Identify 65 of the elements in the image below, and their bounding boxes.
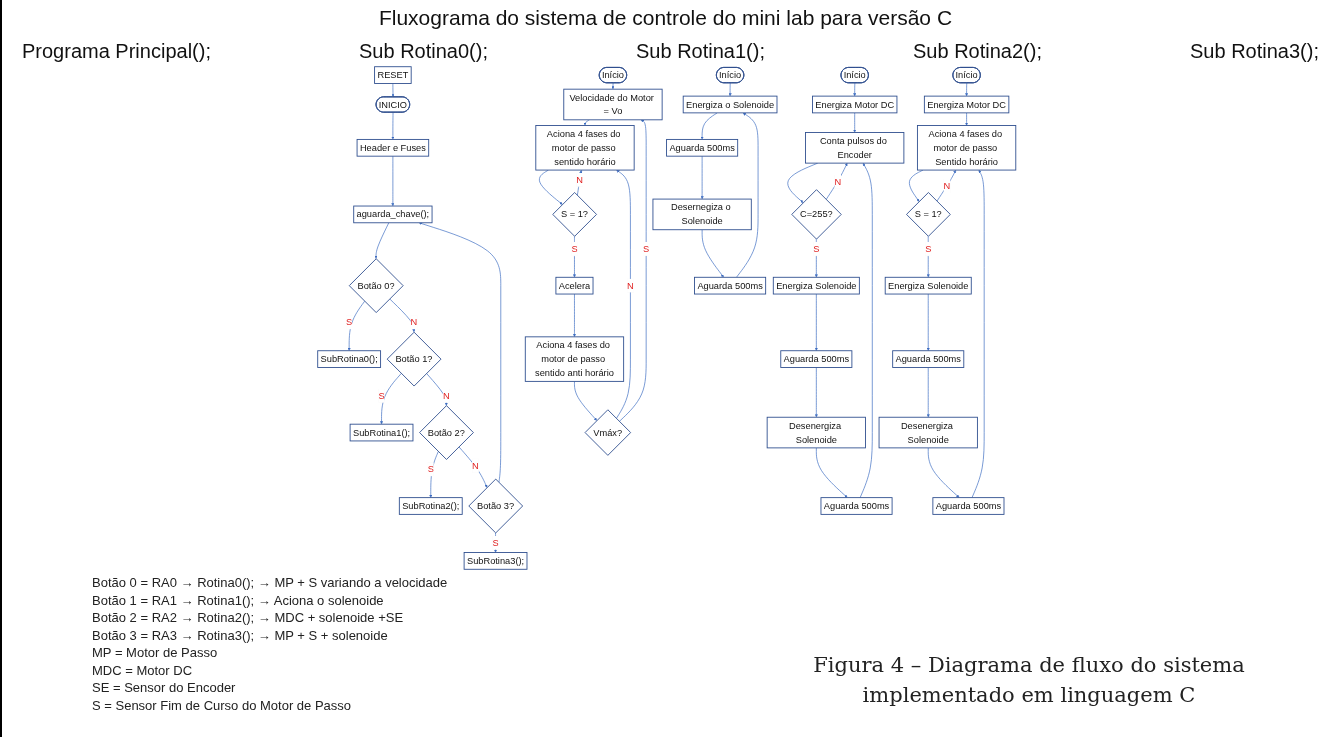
- note-text: S = Sensor Fim de Curso do Motor de Passo: [92, 696, 353, 714]
- node-diamond: Botão 1?: [387, 331, 442, 387]
- node-diamond: Botão 0?: [349, 258, 404, 314]
- routine-heading: Sub Rotina1();: [636, 40, 765, 63]
- node-diamond: C=255?: [791, 189, 842, 240]
- node-box: Aguarda 500ms: [820, 497, 893, 515]
- edge-label: N: [576, 174, 584, 186]
- node-diamond: S = 1?: [552, 192, 598, 237]
- edge-label: N: [834, 176, 842, 188]
- node-diamond: Botão 2?: [419, 405, 475, 460]
- node-box: Energiza Motor DC: [812, 95, 898, 114]
- edge-label: S: [427, 463, 435, 475]
- node-diamond: Vmáx?: [584, 409, 632, 456]
- note-text: Botão 1 = RA1 → Rotina1(); → Aciona o solenoide: [92, 591, 385, 609]
- edge-label: S: [378, 390, 385, 401]
- node-box: Energiza o Solenoide: [683, 95, 778, 114]
- node-box: Aciona 4 fases do motor de passo sentido horário: [535, 125, 635, 171]
- note-text: SE = Sensor do Encoder: [92, 679, 237, 697]
- node-box: Aguarda 500ms: [694, 276, 767, 295]
- node-box: Desenergiza Solenoide: [766, 416, 867, 449]
- node-box: Aguarda 500ms: [932, 497, 1005, 515]
- routine-heading: Programa Principal();: [22, 40, 211, 63]
- node-box: Aguarda 500ms: [892, 350, 965, 368]
- node-box: Desenergiza Solenoide: [878, 416, 979, 449]
- note-text: Botão 0 = RA0 → Rotina0(); → MP + S variando a velocidade: [92, 574, 448, 592]
- figure-caption: Figura 4 – Diagrama de fluxo do sistema implementado em linguagem C: [812, 652, 1246, 709]
- note-text: Botão 3 = RA3 → Rotina3(); → MP + S + solenoide: [92, 626, 389, 644]
- node-box: Aciona 4 fases do motor de passo Sentido horário: [917, 125, 1017, 171]
- node-box: Energiza Motor DC: [924, 95, 1010, 114]
- edge-label: N: [443, 390, 450, 401]
- node-box: Energiza Solenoide: [885, 276, 972, 295]
- node-box: Desernegiza o Solenoide: [652, 198, 752, 231]
- edge-label: N: [472, 460, 480, 471]
- node-box: Velocidade do Motor = Vo: [563, 88, 663, 121]
- node-box: SubRotina3();: [463, 552, 528, 570]
- edge-label: N: [410, 316, 418, 328]
- edge-label: S: [492, 537, 499, 548]
- edge-label: N: [627, 280, 635, 291]
- diagram-title: Fluxograma do sistema de controle do mini lab para versão C: [377, 6, 954, 30]
- edge-label: S: [925, 243, 932, 255]
- routine-heading: Sub Rotina0();: [359, 40, 488, 63]
- routine-heading: Sub Rotina2();: [913, 40, 1042, 63]
- edge-label: S: [346, 316, 353, 328]
- node-box: Energiza Solenoide: [773, 276, 861, 295]
- node-diamond: S = 1?: [906, 192, 951, 237]
- edge-label: S: [571, 243, 578, 255]
- node-box: Header e Fuses: [356, 138, 430, 157]
- node-box: RESET: [374, 66, 412, 84]
- node-box: aguarda_chave();: [353, 205, 433, 224]
- node-box: Aguarda 500ms: [666, 138, 739, 157]
- node-box: Aciona 4 fases do motor de passo sentido anti horário: [525, 336, 625, 382]
- node-box: SubRotina2();: [399, 497, 463, 515]
- node-box: Acelera: [555, 276, 594, 295]
- routine-heading: Sub Rotina3();: [1190, 40, 1319, 63]
- edge-label: N: [943, 180, 951, 192]
- note-text: MDC = Motor DC: [92, 661, 194, 679]
- node-box: Aguarda 500ms: [780, 350, 853, 368]
- node-box: SubRotina1();: [349, 423, 414, 442]
- note-text: Botão 2 = RA2 → Rotina2(); → MDC + solenoide +SE: [92, 609, 405, 627]
- edge-label: S: [643, 243, 650, 255]
- note-text: MP = Motor de Passo: [92, 644, 219, 662]
- node-diamond: Botão 3?: [468, 478, 524, 534]
- node-box: SubRotina0();: [317, 350, 382, 368]
- edge-label: S: [813, 243, 820, 255]
- node-box: Conta pulsos do Encoder: [805, 132, 905, 164]
